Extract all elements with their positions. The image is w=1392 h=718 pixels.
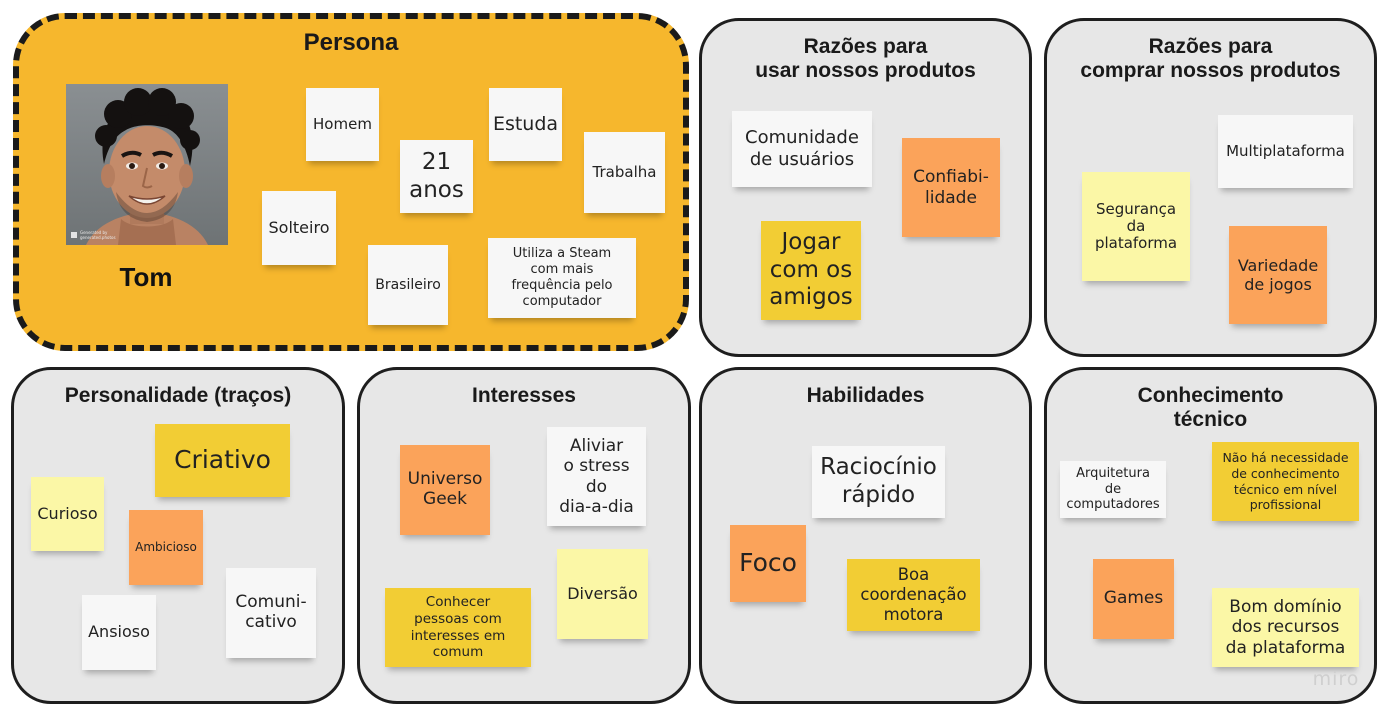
note-bom-dominio[interactable]: Bom domínio dos recursos da plataforma — [1212, 588, 1359, 667]
note-arquitetura[interactable]: Arquitetura de computadores — [1060, 461, 1166, 518]
note-aliviar-stress[interactable]: Aliviar o stress do dia-a-dia — [547, 427, 646, 526]
note-brasileiro[interactable]: Brasileiro — [368, 245, 448, 325]
miro-watermark: miro — [1312, 668, 1360, 690]
persona-photo[interactable]: Generated by generated.photos — [66, 84, 228, 245]
interests-title: Interesses — [472, 384, 576, 407]
note-universo-geek[interactable]: Universo Geek — [400, 445, 490, 535]
note-comunidade[interactable]: Comunidade de usuários — [732, 111, 872, 187]
face-portrait-icon — [66, 84, 228, 245]
note-age[interactable]: 21 anos — [400, 140, 473, 213]
note-ansioso[interactable]: Ansioso — [82, 595, 156, 670]
persona-title: Persona — [303, 29, 399, 56]
note-raciocinio[interactable]: Raciocínio rápido — [812, 446, 945, 518]
photo-caption: Generated by generated.photos — [80, 230, 116, 240]
skills-title: Habilidades — [806, 384, 925, 407]
reasons-buy-title: Razões para comprar nossos produtos — [1080, 35, 1341, 82]
note-confiabilidade[interactable]: Confiabi- lidade — [902, 138, 1000, 237]
note-conhecer-pessoas[interactable]: Conhecer pessoas com interesses em comum — [385, 588, 531, 667]
note-coordenacao[interactable]: Boa coordenação motora — [847, 559, 980, 631]
technical-title: Conhecimento técnico — [1137, 384, 1284, 431]
note-trabalha[interactable]: Trabalha — [584, 132, 665, 213]
note-seguranca[interactable]: Segurança da plataforma — [1082, 172, 1190, 281]
note-nao-ha-necessidade[interactable]: Não há necessidade de conhecimento técni… — [1212, 442, 1359, 521]
note-games[interactable]: Games — [1093, 559, 1174, 639]
note-comunicativo[interactable]: Comuni- cativo — [226, 568, 316, 658]
note-variedade[interactable]: Variedade de jogos — [1229, 226, 1327, 324]
note-curioso[interactable]: Curioso — [31, 477, 104, 551]
note-solteiro[interactable]: Solteiro — [262, 191, 336, 265]
personality-title: Personalidade (traços) — [64, 384, 292, 407]
note-foco[interactable]: Foco — [730, 525, 806, 602]
note-homem[interactable]: Homem — [306, 88, 379, 161]
note-estuda[interactable]: Estuda — [489, 88, 562, 161]
note-multiplataforma[interactable]: Multiplataforma — [1218, 115, 1353, 188]
note-ambicioso[interactable]: Ambicioso — [129, 510, 203, 585]
reasons-use-title: Razões para usar nossos produtos — [755, 35, 976, 82]
persona-name: Tom — [119, 262, 173, 292]
note-diversao[interactable]: Diversão — [557, 549, 648, 639]
note-jogar-com-amigos[interactable]: Jogar com os amigos — [761, 221, 861, 320]
note-steam[interactable]: Utiliza a Steam com mais frequência pelo… — [488, 238, 636, 318]
note-criativo[interactable]: Criativo — [155, 424, 290, 497]
